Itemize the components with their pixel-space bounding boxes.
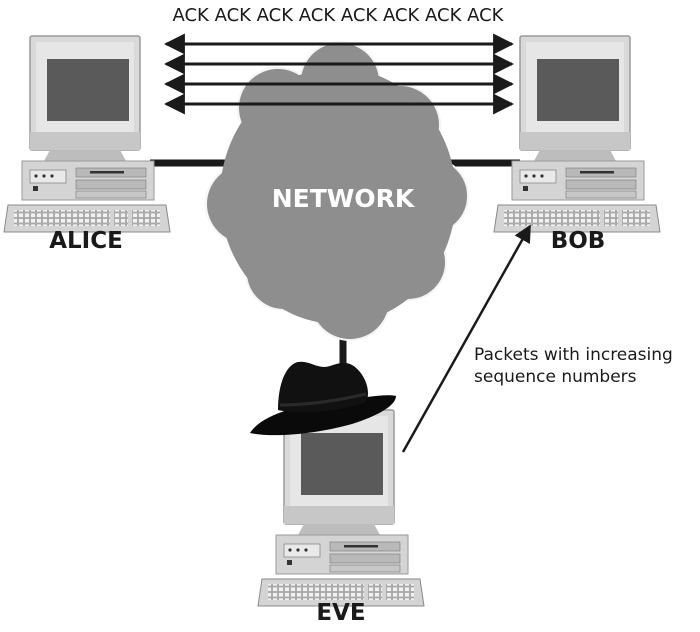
network-label: NETWORK [272,184,416,213]
alice-label: ALICE [49,228,123,254]
annotation-line-2: sequence numbers [474,367,637,387]
spoof-arrow [401,224,532,453]
eve-label: EVE [316,600,365,626]
bob-computer-icon [493,35,661,233]
ack-arrows [163,33,515,115]
black-hat-icon [250,361,396,436]
ack-banner: ACK ACK ACK ACK ACK ACK ACK ACK [172,5,504,26]
annotation-line-1: Packets with increasing [474,345,673,365]
network-cloud-icon [205,41,469,341]
alice-computer-icon [3,35,171,233]
bob-label: BOB [551,228,606,254]
eve-computer-icon [257,409,425,607]
